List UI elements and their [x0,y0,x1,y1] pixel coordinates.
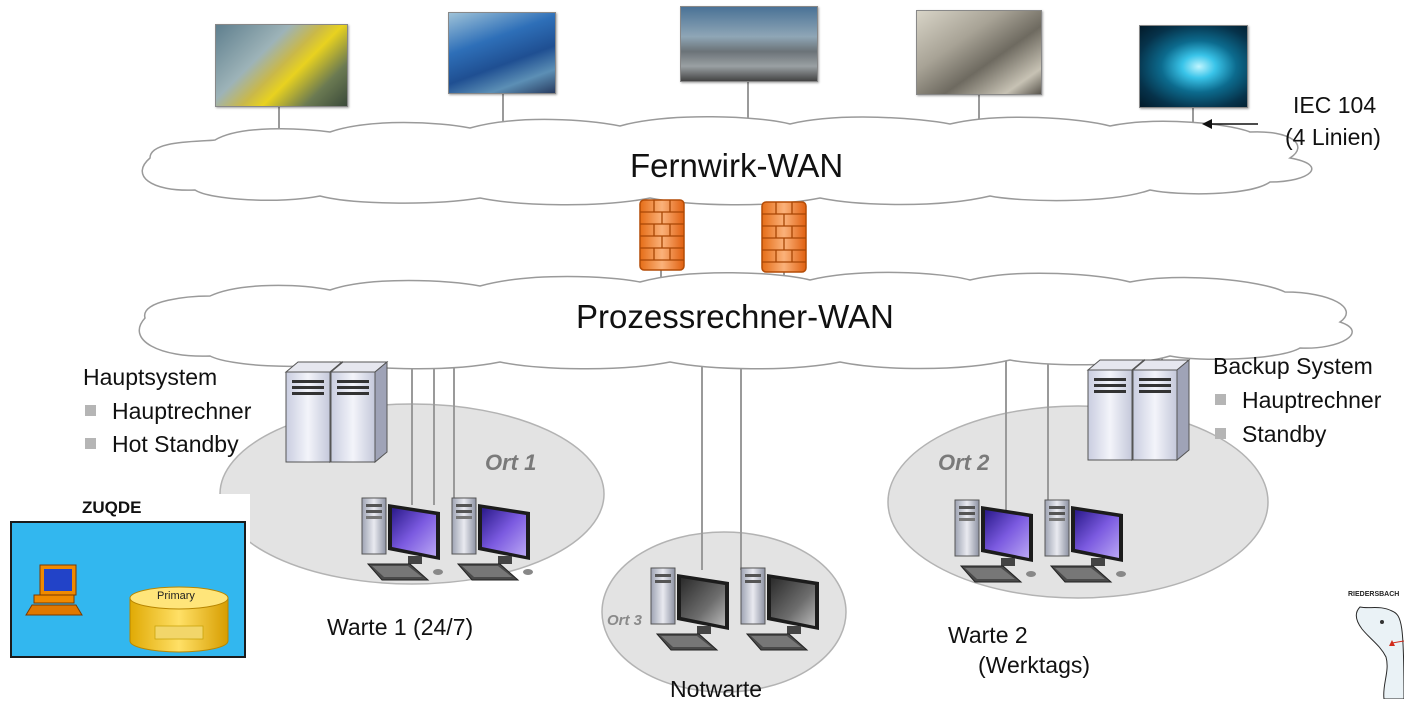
warte2-schedule-label: (Werktags) [978,652,1091,678]
plant-photo-5 [1139,25,1248,108]
map-graphic [1355,606,1404,699]
hauptsystem-item-hauptrechner: Hauptrechner [85,398,251,425]
notwarte-label: Notwarte [670,676,763,702]
map-fragment: RIEDERSBACH [1340,585,1404,699]
server-main-2 [330,361,388,463]
backup-item-hauptrechner: Hauptrechner [1215,387,1381,414]
plant-photo-3 [680,6,818,82]
plant-photo-4 [916,10,1042,95]
hauptsystem-item-hotstandby: Hot Standby [85,431,239,458]
plant-photo-1 [215,24,348,107]
prozessrechner-wan-label: Prozessrechner-WAN [576,298,894,335]
zuqde-title: ZUQDE [82,498,142,517]
server-backup-2 [1132,359,1190,461]
plant-photo-2 [448,12,556,94]
ort1-label: Ort 1 [485,450,537,475]
map-place-label: RIEDERSBACH [1348,591,1400,598]
backup-title: Backup System [1213,353,1373,379]
hauptsystem-title: Hauptsystem [83,364,218,390]
zuqde-panel: Primary [10,521,246,658]
primary-db-label: Primary [157,590,195,602]
ort2-label: Ort 2 [938,450,990,475]
prozessrechner-wan-cloud [138,271,1353,370]
iec-arrow-icon [1202,119,1258,129]
database-icon [129,586,229,653]
iec-label: IEC 104 [1293,92,1377,118]
iec-lines-label: (4 Linien) [1285,124,1381,150]
firewall-left [639,199,685,271]
firewall-right [761,201,807,273]
backup-item-standby: Standby [1215,421,1326,448]
warte2-label: Warte 2 [948,622,1028,648]
warte1-label: Warte 1 (24/7) [327,614,474,640]
fernwirk-wan-label: Fernwirk-WAN [630,147,844,184]
fernwirk-wan-cloud [141,116,1313,206]
zuqde-graphic [25,564,229,653]
computer-icon [25,564,83,616]
ort3-label: Ort 3 [607,612,643,629]
